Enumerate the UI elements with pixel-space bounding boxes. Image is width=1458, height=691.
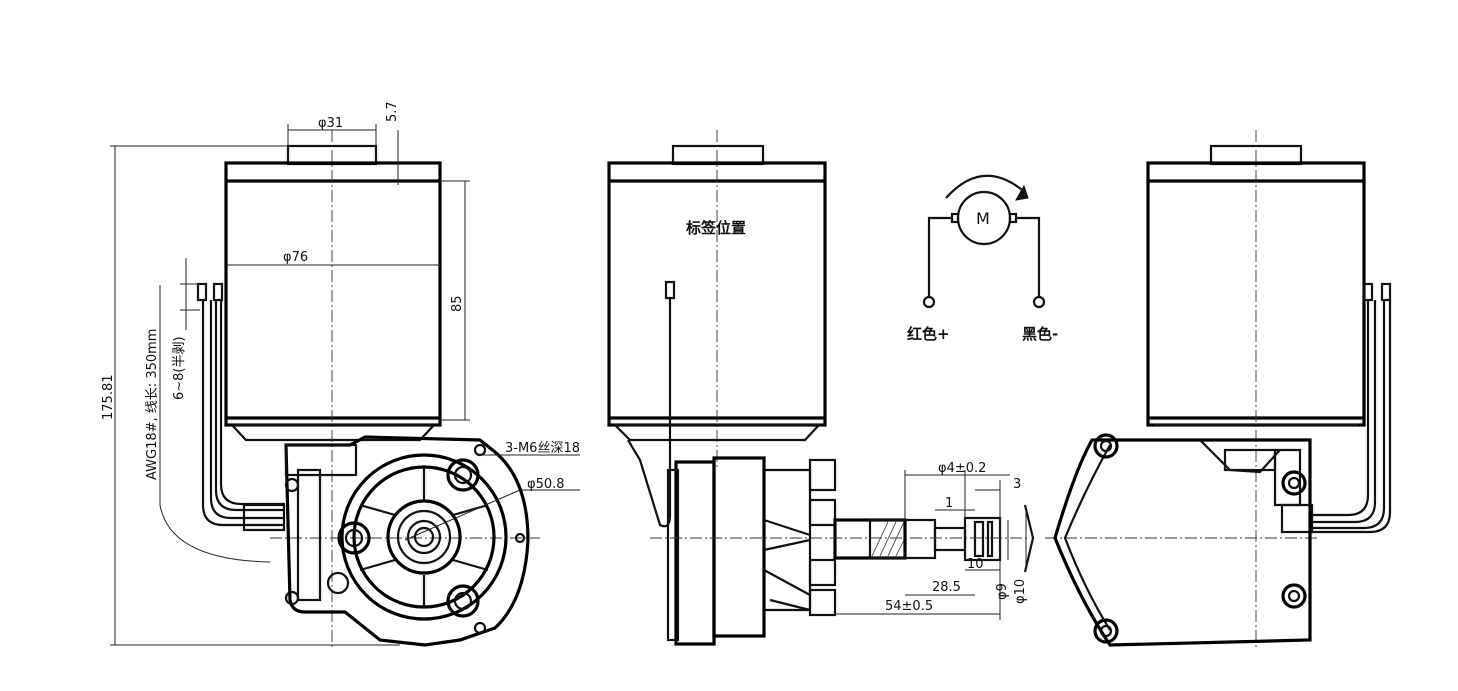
wiring-schematic: M 红色+ 黑色- <box>907 174 1058 343</box>
rear-view <box>1045 130 1392 650</box>
side-gearbox-plate <box>674 460 716 646</box>
strip-note: 6~8(半剥) <box>172 336 187 400</box>
wire-left <box>201 300 285 527</box>
dim-shaft-len-10: 10 <box>967 557 984 572</box>
dim-top-diameter: φ31 <box>318 116 343 131</box>
mount-boss-top <box>446 458 480 492</box>
dim-motor-diameter: φ76 <box>283 250 308 265</box>
red-positive-label: 红色+ <box>907 325 950 343</box>
dim-shaft-step-3: 3 <box>1013 477 1021 492</box>
dim-shaft-len-28: 28.5 <box>932 580 961 595</box>
dim-top-offset: 5.7 <box>385 101 400 122</box>
side-view: 标签位置 φ4±0.2 3 <box>607 130 1035 646</box>
rear-screw-top <box>1093 433 1119 459</box>
gear-face-outer <box>340 453 508 621</box>
mount-boss-bottom <box>446 584 480 618</box>
dim-shaft-step-1: 1 <box>945 496 953 511</box>
dim-motor-height: 85 <box>450 295 465 312</box>
dim-mount-holes: 3-M6丝深18 <box>505 441 580 456</box>
cable-note: AWG18#, 线长: 350mm <box>145 329 160 480</box>
gearbox-housing <box>284 435 530 647</box>
rear-screw-bottom <box>1093 618 1119 644</box>
dim-total-height: 175.81 <box>101 375 116 421</box>
motor-can <box>224 161 442 427</box>
dim-shaft-len-54: 54±0.5 <box>885 599 933 614</box>
dim-shaft-dia-10: φ10 <box>1013 579 1028 604</box>
rear-gearbox-housing <box>1053 438 1312 647</box>
black-negative-label: 黑色- <box>1022 325 1058 343</box>
side-top-cap <box>671 144 765 166</box>
dim-pcd: φ50.8 <box>527 477 565 492</box>
front-view: φ31 5.7 φ76 85 175.81 AWG18#, 线长: 350mm … <box>101 101 580 650</box>
dim-shaft-dia-9: φ9 <box>995 583 1010 600</box>
rear-screw-right-bottom <box>1281 583 1307 609</box>
rear-screw-right-top <box>1281 470 1307 496</box>
rotation-arrow <box>945 174 1023 199</box>
motor-symbol-letter: M <box>976 209 990 228</box>
dim-shaft-tip-dia: φ4±0.2 <box>938 461 986 476</box>
mount-boss-left <box>337 521 371 555</box>
label-position-text: 标签位置 <box>685 219 746 237</box>
